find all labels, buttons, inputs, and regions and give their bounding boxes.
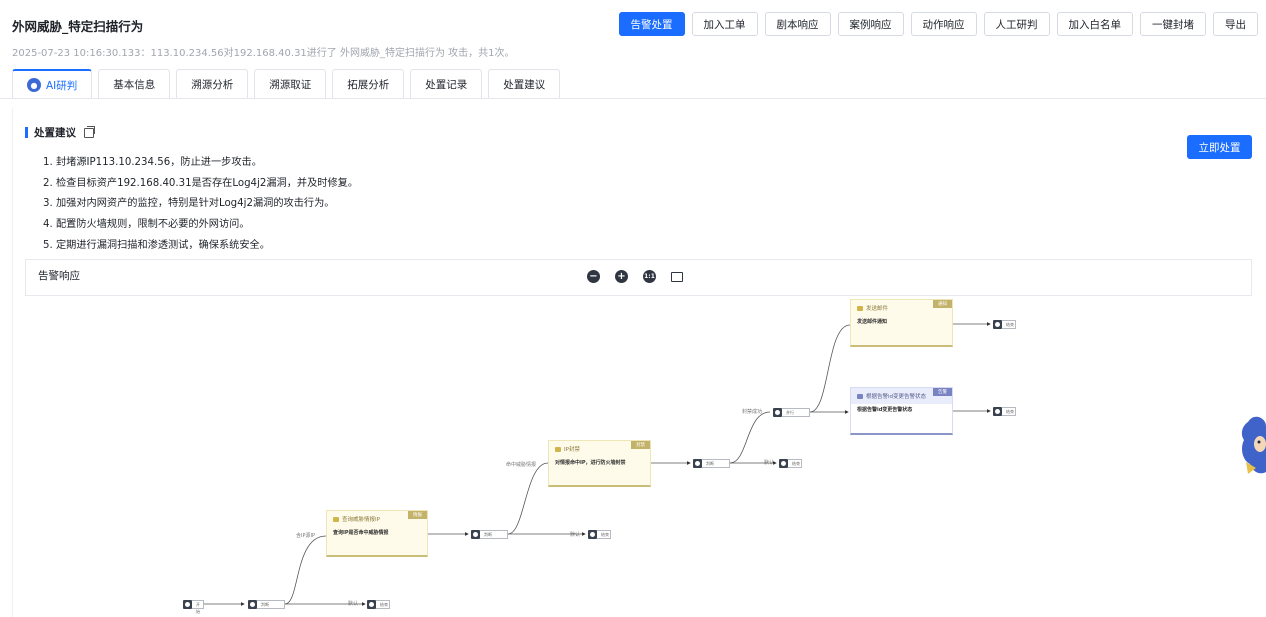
flow-gate-end[interactable]: 结束 [993,320,1016,329]
node-tag: 告警 [933,388,952,396]
section-accent-bar [25,127,28,138]
tab-basic-info[interactable]: 基本信息 [98,69,171,99]
judge-node-icon [693,459,702,468]
action-toolbar: 告警处置 加入工单 剧本响应 案例响应 动作响应 人工研判 加入白名单 一键封堵… [618,12,1258,36]
edge-label: 命中威胁情报 [506,462,537,468]
flow-gate-start[interactable]: 开始 [183,600,204,614]
folder-icon [333,516,339,522]
flow-gate-parallel[interactable]: 并行 [773,408,810,417]
one-click-block-button[interactable]: 一键封堵 [1140,12,1206,36]
edge-label: 默认 [764,460,775,466]
edge-judge-block [507,462,549,535]
detail-tabs: ● AI研判 基本信息 溯源分析 溯源取证 拓展分析 处置记录 处置建议 [12,69,561,99]
flow-gate-judge[interactable]: 判断 [471,530,508,539]
ai-judgment-panel: 处置建议 1. 封堵源IP113.10.234.56，防止进一步攻击。 2. 检… [12,108,1264,617]
manual-judgment-button[interactable]: 人工研判 [983,12,1050,36]
advice-item: 3. 加强对内网资产的监控，特别是针对Log4j2漏洞的攻击行为。 [43,198,335,210]
link-icon [857,393,863,399]
ai-robot-icon: ● [27,78,41,92]
folder-icon [857,305,863,311]
flow-gate-judge[interactable]: 判断 [693,459,730,468]
flow-toolbar: 告警响应 − + 1:1 [25,259,1252,296]
advice-item: 1. 封堵源IP113.10.234.56，防止进一步攻击。 [43,157,262,168]
tab-disposal-records[interactable]: 处置记录 [410,69,483,99]
flow-node-change-status[interactable]: 根据告警id变更告警状态 告警 根据告警id变更告警状态 [850,387,953,435]
zoom-in-icon[interactable]: + [615,270,628,283]
flow-gate-end[interactable]: 结束 [993,407,1016,416]
flow-gate-end[interactable]: 结束 [367,600,390,609]
parallel-node-icon [773,408,782,417]
edge-label: 默认 [348,601,359,607]
node-tag: 情报 [408,511,427,519]
end-node-icon [993,407,1002,416]
start-node-icon [183,600,192,609]
fit-view-icon[interactable]: 1:1 [643,270,656,283]
flow-title: 告警响应 [38,270,80,282]
end-node-icon [993,320,1002,329]
zoom-tools: − + 1:1 [587,270,683,283]
folder-icon [555,446,561,452]
node-tag: 封禁 [631,441,650,449]
flow-gate-end[interactable]: 结束 [588,530,611,539]
edge-parallel-mail [809,324,851,413]
export-button[interactable]: 导出 [1213,12,1258,36]
judge-node-icon [248,600,257,609]
advice-item: 2. 检查目标资产192.168.40.31是否存在Log4j2漏洞，并及时修复… [43,177,359,189]
flow-gate-end[interactable]: 结束 [779,459,802,468]
tab-divider [0,98,1266,99]
add-whitelist-button[interactable]: 加入白名单 [1056,12,1133,36]
tab-disposal-suggestions[interactable]: 处置建议 [488,69,561,99]
end-node-icon [588,530,597,539]
tab-extended-analysis[interactable]: 拓展分析 [332,69,405,99]
advice-section-title: 处置建议 [25,125,95,140]
tab-ai-judgment[interactable]: ● AI研判 [12,69,93,99]
edge-label: 封禁成功 [742,409,763,415]
case-response-button[interactable]: 案例响应 [837,12,904,36]
flow-gate-judge[interactable]: 判断 [248,600,285,609]
tab-label: AI研判 [46,79,78,92]
flow-node-ip-block[interactable]: IP封禁 封禁 对情报命中IP，进行防火墙封禁 [548,440,651,487]
advice-title-text: 处置建议 [34,127,76,139]
node-body: 查询IP是否命中威胁情报 [333,530,389,536]
edge-judge-parallel [729,411,771,464]
tab-trace-analysis[interactable]: 溯源分析 [176,69,249,99]
end-node-icon [367,600,376,609]
node-body: 发送邮件通知 [857,319,888,325]
node-body: 对情报命中IP，进行防火墙封禁 [555,460,626,466]
alert-dispose-button[interactable]: 告警处置 [618,12,685,36]
alert-subtitle: 2025-07-23 10:16:30.133：113.10.234.56对19… [12,48,515,59]
page-title: 外网威胁_特定扫描行为 [12,19,144,34]
copy-icon[interactable] [84,125,95,138]
edge-label: 默认 [570,532,581,538]
alert-header: 外网威胁_特定扫描行为 2025-07-23 10:16:30.133：113.… [0,0,1266,60]
advice-item: 5. 定期进行漏洞扫描和渗透测试，确保系统安全。 [43,239,270,251]
export-image-icon[interactable] [671,271,683,282]
playbook-response-button[interactable]: 剧本响应 [764,12,831,36]
node-body: 根据告警id变更告警状态 [857,407,913,413]
add-work-order-button[interactable]: 加入工单 [691,12,758,36]
assistant-mascot-icon[interactable] [1238,412,1266,484]
dispose-now-button[interactable]: 立即处置 [1187,135,1252,159]
flow-node-threat-intel[interactable]: 查询威胁情报IP 情报 查询IP是否命中威胁情报 [326,510,428,557]
zoom-out-icon[interactable]: − [587,270,600,283]
edge-label: 含IP源IP [296,533,315,539]
action-response-button[interactable]: 动作响应 [910,12,977,36]
advice-list: 1. 封堵源IP113.10.234.56，防止进一步攻击。 2. 检查目标资产… [43,153,358,257]
tab-trace-evidence[interactable]: 溯源取证 [254,69,327,99]
flow-node-send-mail[interactable]: 发送邮件 通知 发送邮件通知 [850,299,953,347]
node-tag: 通知 [933,300,952,308]
advice-item: 4. 配置防火墙规则，限制不必要的外网访问。 [43,219,250,231]
edge-judge-threat [284,535,327,605]
end-node-icon [779,459,788,468]
judge-node-icon [471,530,480,539]
